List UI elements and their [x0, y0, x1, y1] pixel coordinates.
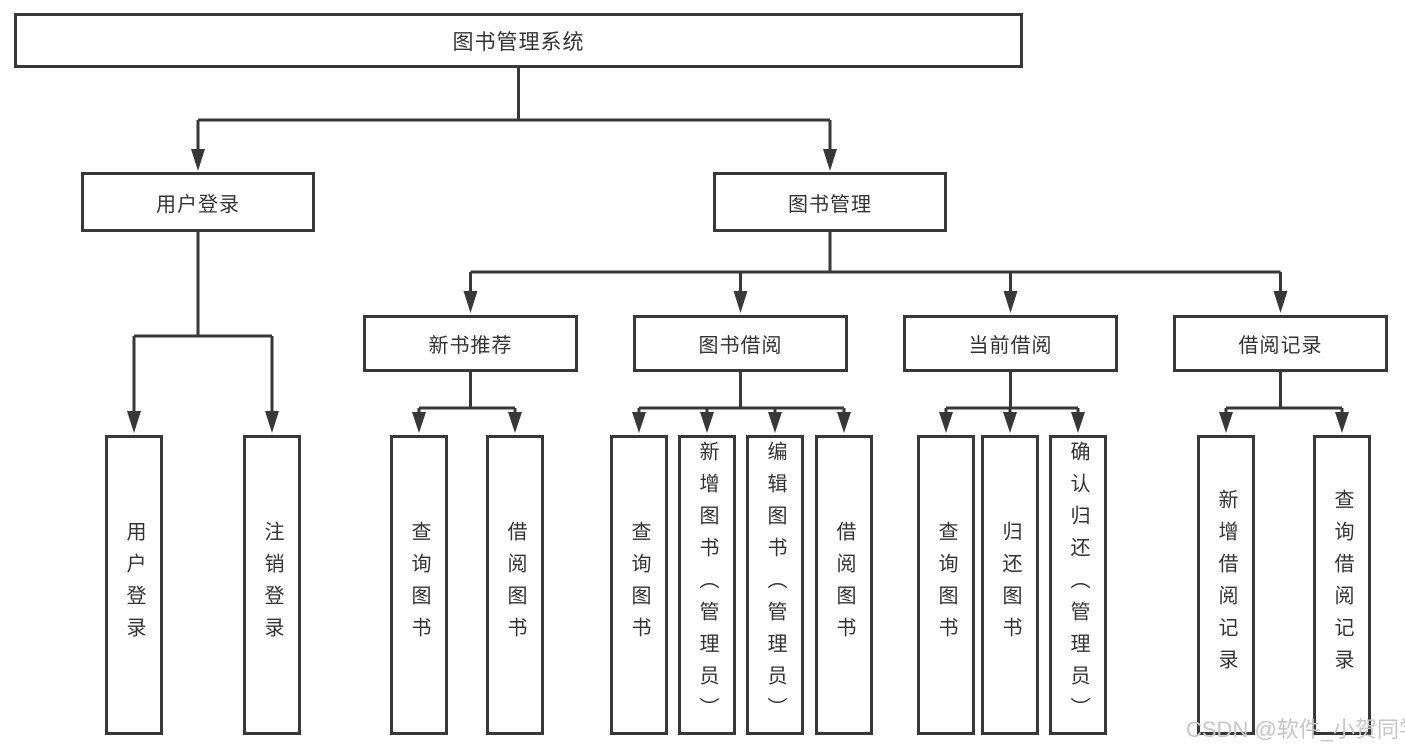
node-label: 确认归还（管理员） — [1067, 441, 1089, 729]
node-query-books-current: 查询图书 — [917, 435, 975, 735]
node-user-login: 用户登录 — [81, 172, 315, 232]
node-label: 查询图书 — [935, 521, 957, 649]
node-label: 借阅图书 — [833, 521, 855, 649]
node-label: 图书借阅 — [698, 335, 783, 357]
node-current-borrowing: 当前借阅 — [903, 315, 1118, 372]
node-add-borrow-record: 新增借阅记录 — [1197, 435, 1255, 735]
node-library-management-system: 图书管理系统 — [14, 13, 1023, 68]
node-borrowing-records: 借阅记录 — [1173, 315, 1388, 372]
node-borrow-books: 借阅图书 — [815, 435, 873, 735]
node-label: 查询借阅记录 — [1331, 489, 1353, 681]
node-confirm-return-admin: 确认归还（管理员） — [1049, 435, 1107, 735]
node-label: 图书管理 — [788, 193, 872, 216]
node-user-login-leaf: 用户登录 — [105, 435, 163, 735]
node-label: 新书推荐 — [428, 335, 513, 357]
node-query-books-recommend: 查询图书 — [390, 435, 448, 735]
node-label: 编辑图书（管理员） — [764, 441, 786, 729]
csdn-watermark: CSDN @软件_小贺同学 — [1186, 717, 1405, 742]
node-label: 新增图书（管理员） — [696, 441, 718, 729]
node-logout: 注销登录 — [243, 435, 301, 735]
node-label: 归还图书 — [999, 521, 1021, 649]
node-label: 借阅图书 — [504, 521, 526, 649]
node-book-management: 图书管理 — [713, 172, 947, 232]
node-label: 查询图书 — [628, 521, 650, 649]
node-new-book-recommendation: 新书推荐 — [363, 315, 578, 372]
node-query-borrow-record: 查询借阅记录 — [1313, 435, 1371, 735]
node-label: 用户登录 — [156, 193, 240, 216]
node-label: 新增借阅记录 — [1215, 489, 1237, 681]
node-label: 当前借阅 — [968, 335, 1053, 357]
node-label: 用户登录 — [123, 521, 145, 649]
node-borrow-books-recommend: 借阅图书 — [486, 435, 544, 735]
node-query-books-borrowing: 查询图书 — [610, 435, 668, 735]
node-label: 图书管理系统 — [452, 30, 585, 54]
node-label: 查询图书 — [408, 521, 430, 649]
node-label: 注销登录 — [261, 521, 283, 649]
node-edit-book-admin: 编辑图书（管理员） — [746, 435, 804, 735]
node-book-borrowing: 图书借阅 — [633, 315, 848, 372]
node-return-books: 归还图书 — [981, 435, 1039, 735]
node-label: 借阅记录 — [1238, 335, 1323, 357]
node-add-book-admin: 新增图书（管理员） — [678, 435, 736, 735]
